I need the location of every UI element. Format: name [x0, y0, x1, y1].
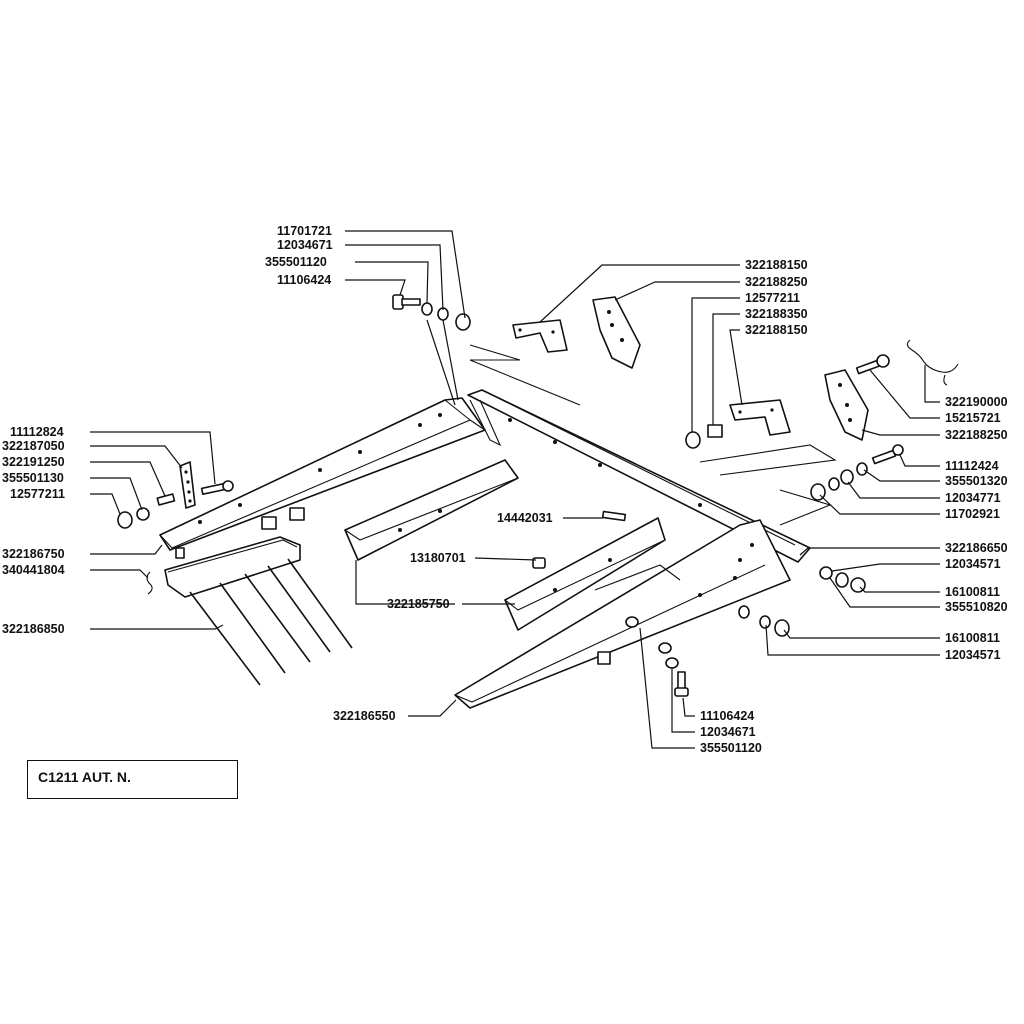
part-label-322188350: 322188350 [745, 307, 808, 321]
leader-lines [90, 230, 940, 749]
plate-right [824, 369, 869, 441]
part-label-355501130: 355501130 [2, 471, 64, 485]
angle-bracket-middle [504, 510, 666, 631]
part-label-322188250-top: 322188250 [745, 275, 808, 289]
part-label-322185750: 322185750 [387, 597, 450, 611]
part-label-322191250: 322191250 [2, 455, 65, 469]
part-label-322188250-right: 322188250 [945, 428, 1008, 442]
part-label-11112824: 11112824 [10, 425, 64, 439]
part-label-11106424-bottom: 11106424 [700, 709, 754, 723]
part-label-12034771: 12034771 [945, 491, 1001, 505]
part-label-322188150-top: 322188150 [745, 258, 808, 272]
parts-drawing [117, 294, 959, 709]
right-lower-beam [454, 519, 791, 709]
part-label-16100811-upper: 16100811 [945, 585, 1000, 599]
part-label-11702921: 11702921 [945, 507, 1000, 521]
part-label-322186750: 322186750 [2, 547, 65, 561]
caption-text: C1211 AUT. N. [38, 769, 131, 785]
part-label-322187050: 322187050 [2, 439, 65, 453]
part-label-340441804: 340441804 [2, 563, 65, 577]
bracket-top-left [512, 319, 568, 353]
left-side-beam [159, 397, 486, 551]
part-label-322186550: 322186550 [333, 709, 396, 723]
plate-top [592, 296, 641, 369]
bracket-right [685, 399, 791, 449]
comb-tines-assembly [164, 536, 353, 686]
right-bolt-set [810, 444, 904, 501]
part-label-12034571-lower: 12034571 [945, 648, 1001, 662]
part-label-14442031: 14442031 [497, 511, 553, 525]
part-label-15215721: 15215721 [945, 411, 1001, 425]
part-label-355501120-top: 355501120 [265, 255, 327, 269]
pin-and-chain [855, 339, 959, 386]
part-label-322188150-right: 322188150 [745, 323, 808, 337]
lower-bolt-set [658, 642, 689, 697]
caption-box: C1211 AUT. N. [27, 760, 238, 799]
adjuster-plate [117, 461, 234, 595]
part-label-11106424-top: 11106424 [277, 273, 331, 287]
part-label-12034671-bottom: 12034671 [700, 725, 756, 739]
part-label-322186650: 322186650 [945, 541, 1008, 555]
part-label-12577211-right: 12577211 [745, 291, 800, 305]
part-label-355501120-bottom: 355501120 [700, 741, 762, 755]
part-label-12034571-upper: 12034571 [945, 557, 1001, 571]
part-label-322186850: 322186850 [2, 622, 65, 636]
part-label-322190000: 322190000 [945, 395, 1008, 409]
part-label-355501320: 355501320 [945, 474, 1008, 488]
part-label-12034671-top: 12034671 [277, 238, 333, 252]
part-label-12577211-left: 12577211 [10, 487, 65, 501]
part-label-16100811-lower: 16100811 [945, 631, 1000, 645]
top-left-bolt-set [392, 294, 471, 331]
part-label-11701721: 11701721 [277, 224, 332, 238]
part-label-13180701: 13180701 [410, 551, 466, 565]
angle-bracket-left [344, 459, 519, 561]
part-labels: 11701721 12034671 355501120 11106424 322… [2, 224, 1008, 755]
part-label-355510820: 355510820 [945, 600, 1008, 614]
part-label-11112424: 11112424 [945, 459, 999, 473]
